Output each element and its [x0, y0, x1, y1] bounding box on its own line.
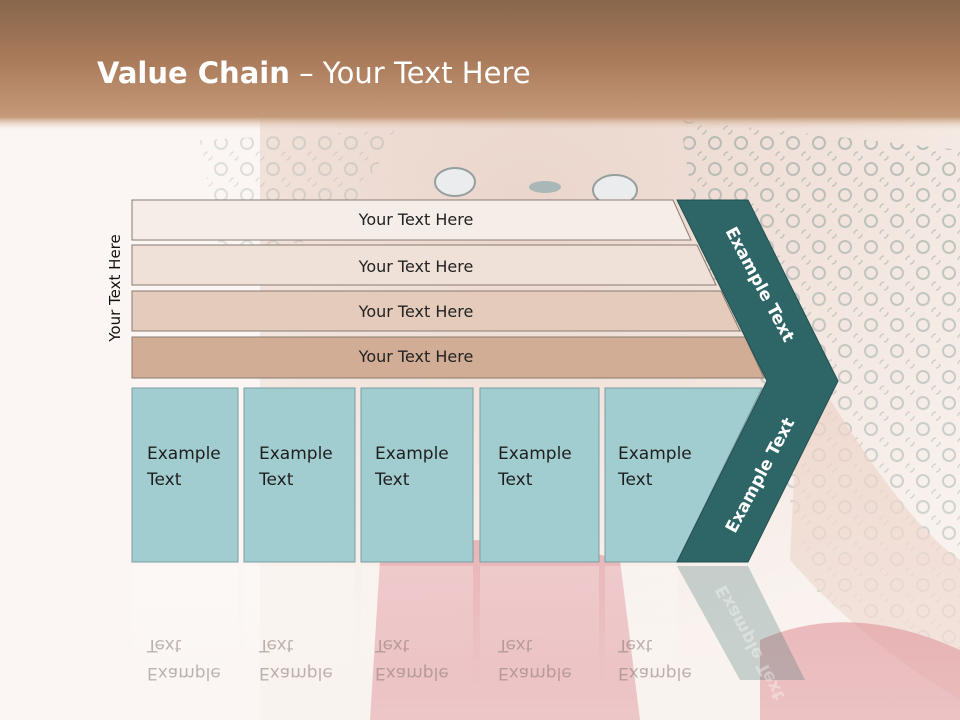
reflection-label-6: Example — [375, 663, 449, 683]
box-2-line1: Example — [259, 444, 333, 464]
box-4-line1: Example — [498, 444, 572, 464]
row-4-label: Your Text Here — [358, 347, 474, 366]
row-1: Your Text Here — [131, 199, 692, 241]
row-4: Your Text Here — [131, 336, 765, 379]
box-1-line2: Text — [146, 470, 182, 490]
box-4-line2: Text — [497, 470, 533, 490]
box-1-line1: Example — [147, 444, 221, 464]
reflection-label-10: Example — [618, 663, 692, 683]
box-4: Example Text — [479, 387, 600, 563]
row-2: Your Text Here — [131, 244, 717, 286]
box-3: Example Text — [360, 387, 474, 563]
box-2-line2: Text — [258, 470, 294, 490]
box-5-line2: Text — [617, 470, 653, 490]
reflection-label-2: Example — [147, 663, 221, 683]
box-5-line1: Example — [618, 444, 692, 464]
reflection-label-4: Example — [259, 663, 333, 683]
reflection-label-8: Example — [498, 663, 572, 683]
row-3: Your Text Here — [131, 290, 741, 332]
header-band — [0, 0, 960, 130]
box-2: Example Text — [243, 387, 356, 563]
reflection-label-3: Text — [258, 635, 294, 655]
chevron-arrow: Example Text Example Text — [676, 199, 839, 563]
reflection-label-5: Text — [374, 635, 410, 655]
title-rest: – Your Text Here — [289, 56, 531, 90]
row-1-label: Your Text Here — [358, 210, 474, 229]
row-2-label: Your Text Here — [358, 257, 474, 276]
title-bold: Value Chain — [97, 56, 290, 90]
box-1: Example Text — [131, 387, 239, 563]
row-3-label: Your Text Here — [358, 302, 474, 321]
box-3-line1: Example — [375, 444, 449, 464]
reflection-label-9: Text — [617, 635, 653, 655]
page-title: Value Chain – Your Text Here — [97, 56, 531, 90]
reflection — [132, 566, 805, 686]
box-5: Example Text — [604, 387, 763, 563]
reflection-label-1: Text — [146, 635, 182, 655]
box-3-line2: Text — [374, 470, 410, 490]
reflection-label-7: Text — [497, 635, 533, 655]
